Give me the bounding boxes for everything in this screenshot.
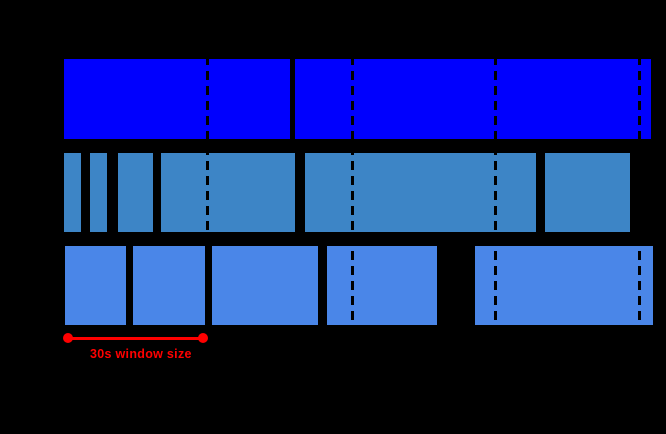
- window-boundary-line: [206, 56, 209, 328]
- window-boundary-line: [638, 56, 641, 328]
- bar-segment-row-3: [475, 246, 653, 325]
- bar-segment-row-3: [65, 246, 126, 325]
- bar-segment-row-1: [64, 59, 290, 139]
- bar-segment-row-2: [545, 153, 630, 232]
- bar-segment-row-2: [305, 153, 536, 232]
- bar-segment-row-2: [118, 153, 153, 232]
- bar-segment-row-2: [161, 153, 295, 232]
- arrow-right-dot-icon: [198, 333, 208, 343]
- bar-segment-row-3: [133, 246, 205, 325]
- bar-segment-row-3: [212, 246, 318, 325]
- window-size-label: 30s window size: [90, 347, 192, 361]
- window-size-arrow: [68, 336, 203, 340]
- window-boundary-line: [494, 56, 497, 328]
- bar-segment-row-1: [295, 59, 651, 139]
- bar-segment-row-2: [64, 153, 81, 232]
- window-boundary-line: [351, 56, 354, 328]
- bar-segment-row-3: [327, 246, 437, 325]
- bar-segment-row-2: [90, 153, 107, 232]
